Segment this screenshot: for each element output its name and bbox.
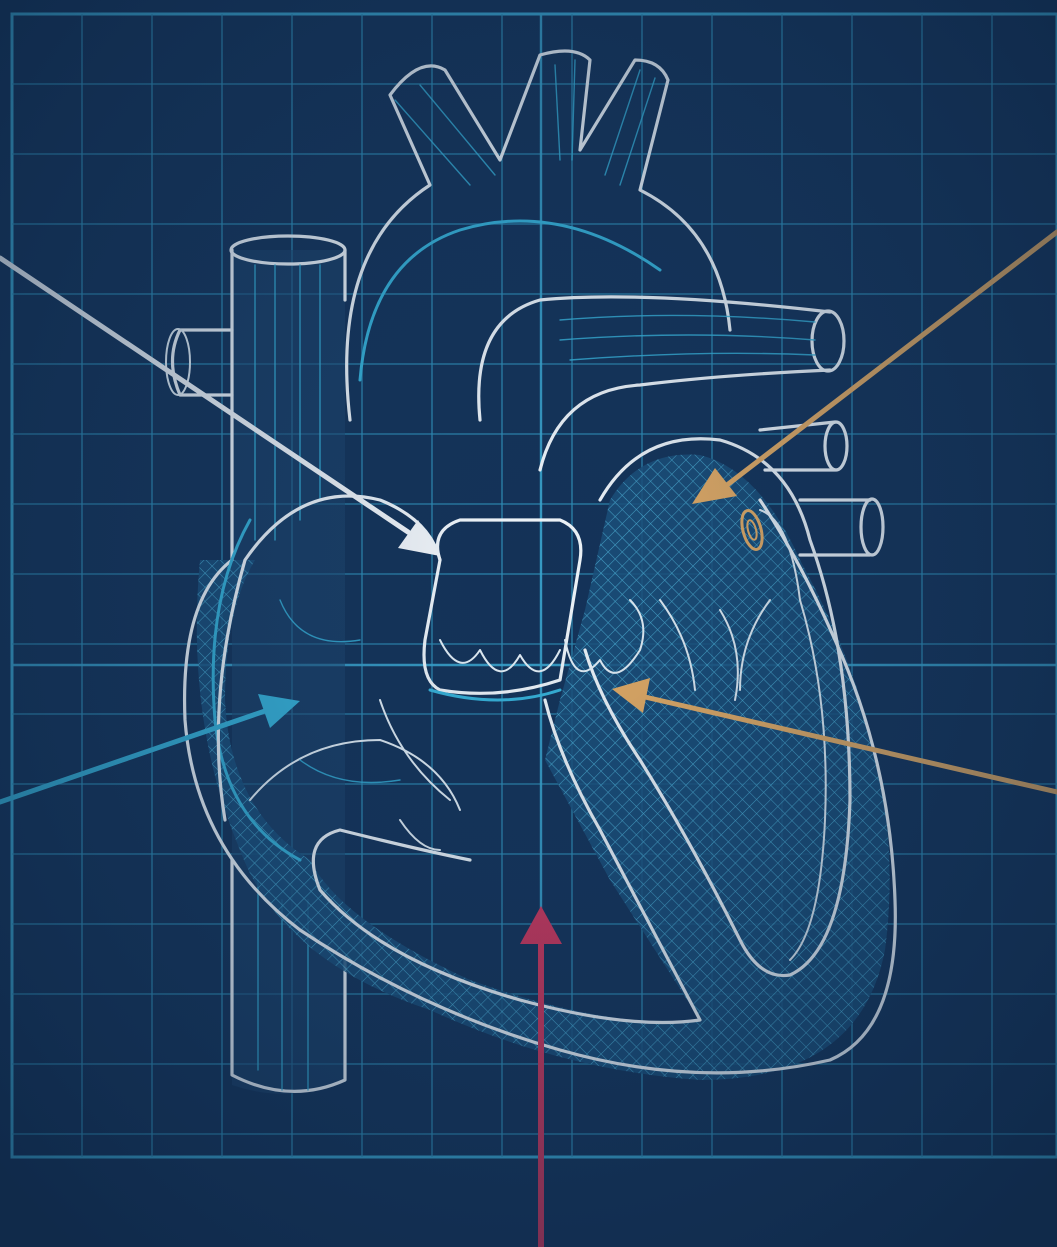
vena-cava-fill [232, 250, 345, 1094]
